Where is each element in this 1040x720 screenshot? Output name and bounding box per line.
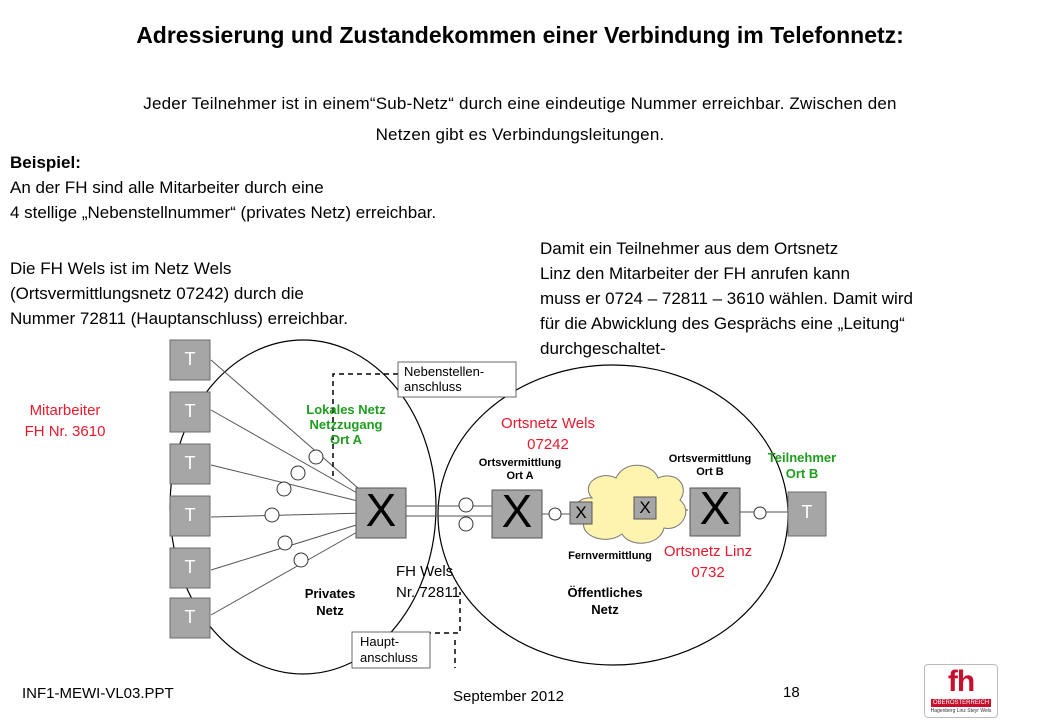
dialing-line-4: für die Abwicklung des Gesprächs eine „L… (540, 314, 905, 333)
fh-wels-label-line-2: Nr. 72811 (396, 584, 460, 601)
ortsnetz-linz-label: Ortsnetz Linz 0732 (648, 541, 768, 583)
phone-symbol-ort-b: T (801, 502, 813, 522)
phone-box (169, 597, 211, 639)
fh-wels-line-1: Die FH Wels ist im Netz Wels (10, 259, 232, 278)
fh-logo-mark: fh (947, 665, 975, 698)
switch-symbol: X (699, 482, 731, 534)
lokales-netz-line-2: Netzzugang (309, 417, 383, 432)
ortsvermittlung-a-line-2: Ort A (506, 470, 534, 482)
phone-box (169, 339, 211, 381)
switch-ortsvermittlung-b (689, 487, 741, 537)
fh-logo-text: OBERÖSTERREICH (931, 699, 991, 707)
example-heading: Beispiel: (10, 153, 81, 172)
phone-box-ort-b (787, 491, 827, 537)
dialing-line-3: muss er 0724 – 72811 – 3610 wählen. Dami… (540, 289, 913, 308)
intro-line-2: Netzen gibt es Verbindungsleitungen. (375, 125, 665, 144)
mitarbeiter-line-1: Mitarbeiter (29, 402, 101, 419)
phone-symbol: T (184, 401, 196, 421)
nebenstellen-box (397, 361, 517, 398)
small-switch-symbol: X (639, 498, 651, 517)
fh-logo: fh OBERÖSTERREICH Hagenberg Linz Steyr W… (924, 664, 998, 718)
connection-circles (264, 449, 767, 568)
phone-box (169, 391, 211, 433)
dialing-line-1: Damit ein Teilnehmer aus dem Ortsnetz (540, 239, 839, 258)
small-switch-2 (633, 496, 657, 520)
nebenstellen-line-2: anschluss (404, 379, 462, 394)
oeffentliches-netz-line-2: Netz (591, 602, 619, 617)
privates-netz-line-1: Privates (304, 586, 356, 601)
dialing-description: Damit ein Teilnehmer aus dem Ortsnetz Li… (540, 236, 913, 361)
oeffentliches-netz-label: Öffentliches Netz (555, 584, 655, 618)
ortsvermittlung-b-line-2: Ort B (696, 466, 724, 478)
mitarbeiter-label: Mitarbeiter FH Nr. 3610 (10, 400, 120, 442)
switch-private (355, 487, 407, 539)
hauptanschluss-line-2: anschluss (360, 650, 418, 665)
dashed-connectors (332, 373, 461, 668)
fh-wels-line-2: (Ortsvermittlungsnetz 07242) durch die (10, 284, 304, 303)
intro-text: Jeder Teilnehmer ist in einem“Sub-Netz“ … (40, 88, 1000, 150)
ortsnetz-wels-label: Ortsnetz Wels 07242 (488, 413, 608, 455)
fh-wels-label: FH Wels Nr. 72811 (396, 561, 460, 603)
intro-line-1: Jeder Teilnehmer ist in einem“Sub-Netz“ … (143, 94, 897, 113)
small-switch-1 (569, 501, 593, 525)
teilnehmer-b-label: Teilnehmer Ort B (755, 450, 849, 482)
lokales-netz-line-1: Lokales Netz (306, 402, 386, 417)
phone-box (169, 547, 211, 589)
ortsvermittlung-a-line-1: Ortsvermittlung (478, 457, 562, 469)
oeffentliches-netz-line-1: Öffentliches (567, 585, 643, 600)
ortsnetz-linz-line-1: Ortsnetz Linz (663, 543, 753, 560)
phone-symbol: T (184, 607, 196, 627)
ortsnetz-wels-line-1: Ortsnetz Wels (501, 415, 595, 432)
fh-wels-line-3: Nummer 72811 (Hauptanschluss) erreichbar… (10, 309, 348, 328)
fernvermittlung-cloud (574, 464, 687, 544)
teilnehmer-b-line-1: Teilnehmer (767, 450, 837, 465)
privates-netz-label: Privates Netz (290, 585, 370, 619)
phone-box (169, 495, 211, 537)
mitarbeiter-line-2: FH Nr. 3610 (24, 423, 106, 440)
phone-symbol: T (184, 453, 196, 473)
phone-symbol: T (184, 349, 196, 369)
phone-symbol: T (184, 505, 196, 525)
privates-netz-line-2: Netz (316, 603, 344, 618)
footer-page-number: 18 (783, 684, 800, 701)
fh-logo-tagline: Hagenberg Linz Steyr Wels (930, 708, 992, 714)
phone-box (169, 443, 211, 485)
switch-ortsvermittlung-a (491, 489, 543, 539)
ortsvermittlung-b-line-1: Ortsvermittlung (668, 453, 752, 465)
lokales-netz-label: Lokales Netz Netzzugang Ort A (290, 402, 402, 447)
footer-date: September 2012 (453, 688, 564, 705)
fernvermittlung-label: Fernvermittlung (568, 550, 652, 562)
small-switch-symbol: X (575, 503, 587, 522)
slide-title: Adressierung und Zustandekommen einer Ve… (136, 22, 904, 48)
hauptanschluss-line-1: Haupt- (360, 634, 400, 649)
hauptanschluss-box (351, 631, 431, 669)
ortsnetz-linz-line-2: 0732 (691, 564, 725, 581)
lokales-netz-line-3: Ort A (329, 432, 363, 447)
phone-symbol: T (184, 557, 196, 577)
nebenstellen-label: Nebenstellen- anschluss (404, 364, 484, 394)
ortsvermittlung-a-label: Ortsvermittlung Ort A (465, 457, 575, 483)
footer-filename: INF1-MEWI-VL03.PPT (22, 685, 174, 702)
switch-symbol: X (365, 484, 397, 536)
dialing-line-5: durchgeschaltet- (540, 339, 666, 358)
dialing-line-2: Linz den Mitarbeiter der FH anrufen kann (540, 264, 850, 283)
hauptanschluss-label: Haupt- anschluss (360, 634, 418, 666)
phone-symbols: T T T T T T (170, 340, 210, 640)
fh-wels-label-line-1: FH Wels (396, 563, 454, 580)
switch-symbol: X (501, 485, 533, 537)
nebenstellen-line-1: Nebenstellen- (404, 364, 485, 379)
private-phones (169, 339, 211, 639)
ortsnetz-wels-line-2: 07242 (527, 436, 569, 453)
fh-wels-description: Die FH Wels ist im Netz Wels (Ortsvermit… (10, 256, 348, 331)
example-line-1: An der FH sind alle Mitarbeiter durch ei… (10, 178, 324, 197)
teilnehmer-b-line-2: Ort B (785, 466, 819, 481)
example-block: Beispiel: An der FH sind alle Mitarbeite… (10, 150, 436, 225)
ortsvermittlung-b-label: Ortsvermittlung Ort B (655, 453, 765, 479)
example-line-2: 4 stellige „Nebenstellnummer“ (privates … (10, 203, 437, 222)
